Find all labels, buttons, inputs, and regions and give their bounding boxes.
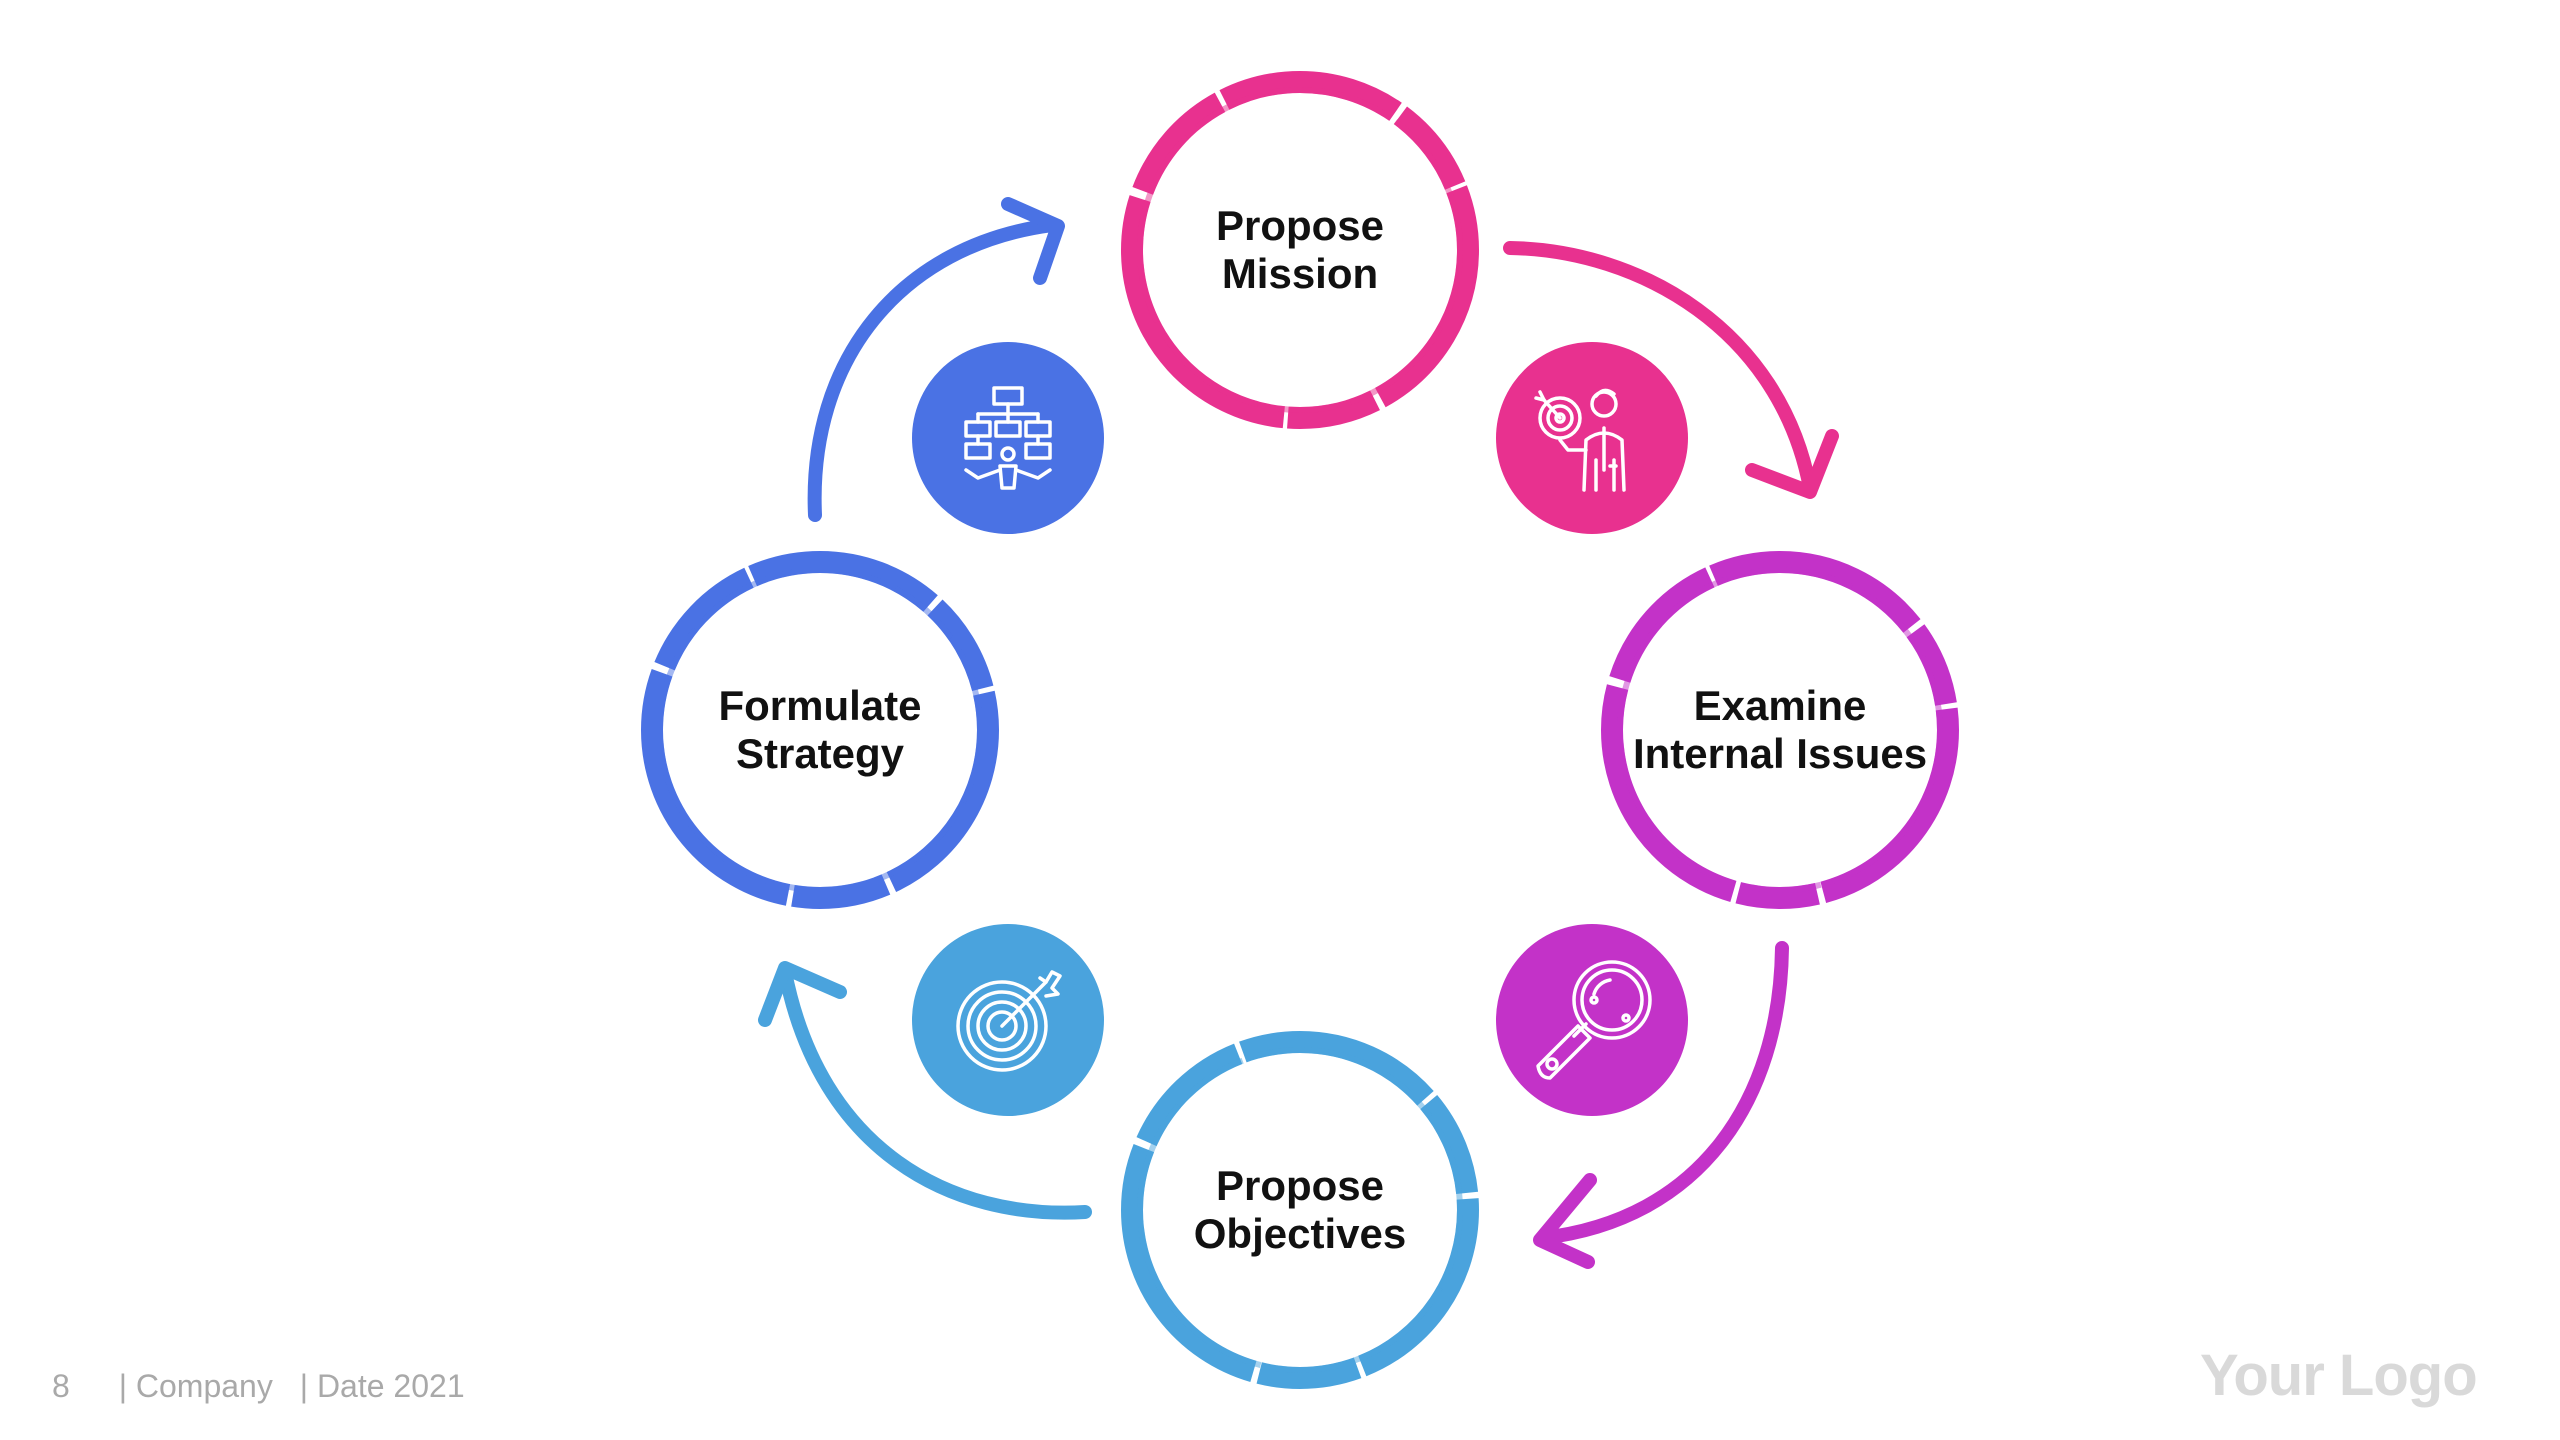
- org-chart-icon: [912, 342, 1104, 534]
- internal-ring-brush: [1617, 567, 1943, 893]
- mission-label-line1: Propose: [1216, 202, 1384, 249]
- magnifying-glass-icon: [1496, 924, 1688, 1116]
- mission-label-line2: Mission: [1222, 250, 1378, 297]
- page-number: 8: [52, 1368, 70, 1404]
- mission-ring: [1121, 71, 1479, 429]
- strategy-ring: [641, 551, 999, 909]
- strategy-label-line2: Strategy: [736, 730, 905, 777]
- arrow-objectives-to-strategy: [758, 961, 1092, 1220]
- node-objectives: Propose Objectives: [1121, 1031, 1479, 1389]
- objectives-label-line2: Objectives: [1194, 1210, 1406, 1257]
- node-internal-issues: Examine Internal Issues: [1601, 551, 1959, 909]
- node-strategy: Formulate Strategy: [641, 551, 999, 909]
- strategy-ring-brush: [657, 567, 983, 893]
- objectives-ring: [1121, 1031, 1479, 1389]
- logo-placeholder: Your Logo: [2200, 1343, 2478, 1408]
- arrow-mission-to-internal: [1503, 241, 1839, 499]
- business-target-person-icon: [1496, 342, 1688, 534]
- strategy-label-line1: Formulate: [718, 682, 921, 729]
- footer: 8 | Company | Date 2021: [52, 1368, 465, 1405]
- footer-date: | Date 2021: [299, 1368, 465, 1404]
- internal-ring: [1601, 551, 1959, 909]
- target-arrow-icon: [912, 924, 1104, 1116]
- arrow-internal-to-objectives: [1533, 941, 1789, 1269]
- mission-ring-brush: [1137, 87, 1463, 413]
- internal-label-line1: Examine: [1694, 682, 1867, 729]
- footer-company: | Company: [118, 1368, 273, 1404]
- objectives-label-line1: Propose: [1216, 1162, 1384, 1209]
- node-mission: Propose Mission: [1121, 71, 1479, 429]
- internal-label-line2: Internal Issues: [1633, 730, 1927, 777]
- objectives-ring-brush: [1137, 1047, 1463, 1373]
- arrow-strategy-to-mission: [807, 197, 1065, 522]
